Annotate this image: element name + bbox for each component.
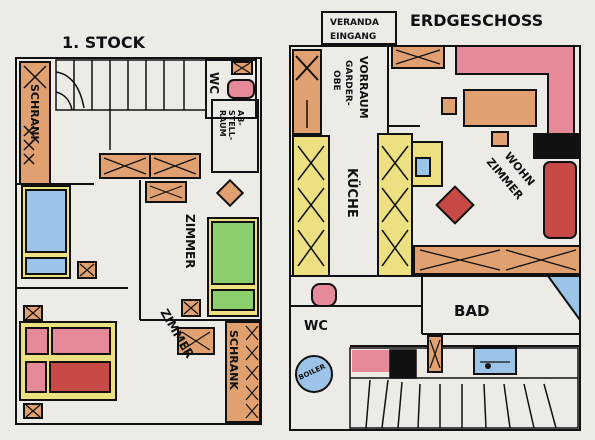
abstellraum-label-2: STELL- (227, 110, 236, 140)
abstellraum-label-3: RAUM (218, 110, 227, 137)
bad-label: BAD (454, 302, 490, 320)
coffee-table (435, 185, 475, 225)
abstellraum-label-1: AB- (236, 110, 245, 126)
wc-upper-toilet (227, 79, 255, 99)
wohnzimmer-cabinet (543, 161, 577, 239)
staircase-upper (55, 59, 207, 150)
wohnzimmer-table (463, 89, 537, 127)
upper-floor-plan (15, 57, 262, 425)
wc-upper-label: WC (207, 72, 221, 94)
wc-upper (205, 59, 257, 119)
veranda-label-1: VERANDA (330, 18, 379, 28)
boiler-circle (295, 355, 333, 393)
upper-floor-outline (15, 57, 262, 425)
garderobe-label-2: OBE (331, 70, 341, 91)
zimmer-center-label: ZIMMER (183, 214, 197, 269)
veranda-label-2: EINGANG (330, 32, 376, 42)
schrank-bottom (225, 321, 261, 423)
schrank-left-crosses (23, 65, 47, 165)
ground-floor-plan (289, 11, 581, 431)
garderobe-label-1: GARDER- (343, 60, 353, 106)
kueche-label: KÜCHE (344, 168, 360, 218)
wc-ground-toilet (311, 283, 337, 307)
wc-ground-label: WC (304, 319, 328, 334)
staircase-ground (349, 347, 579, 429)
vorraum-label: VORRAUM (357, 56, 370, 119)
ground-floor-title: ERDGESCHOSS (410, 11, 543, 30)
schrank-bottom-label: SCHRANK (227, 330, 240, 390)
upper-floor-title: 1. STOCK (62, 33, 146, 52)
abstellraum (211, 99, 259, 173)
chair-upper (215, 178, 245, 208)
bad-sink (473, 347, 517, 375)
veranda-box (321, 11, 397, 45)
bad-window-blue (546, 275, 581, 324)
schrank-left-label: SCHRANK (28, 84, 41, 144)
wohnzimmer-black-block (533, 133, 579, 159)
